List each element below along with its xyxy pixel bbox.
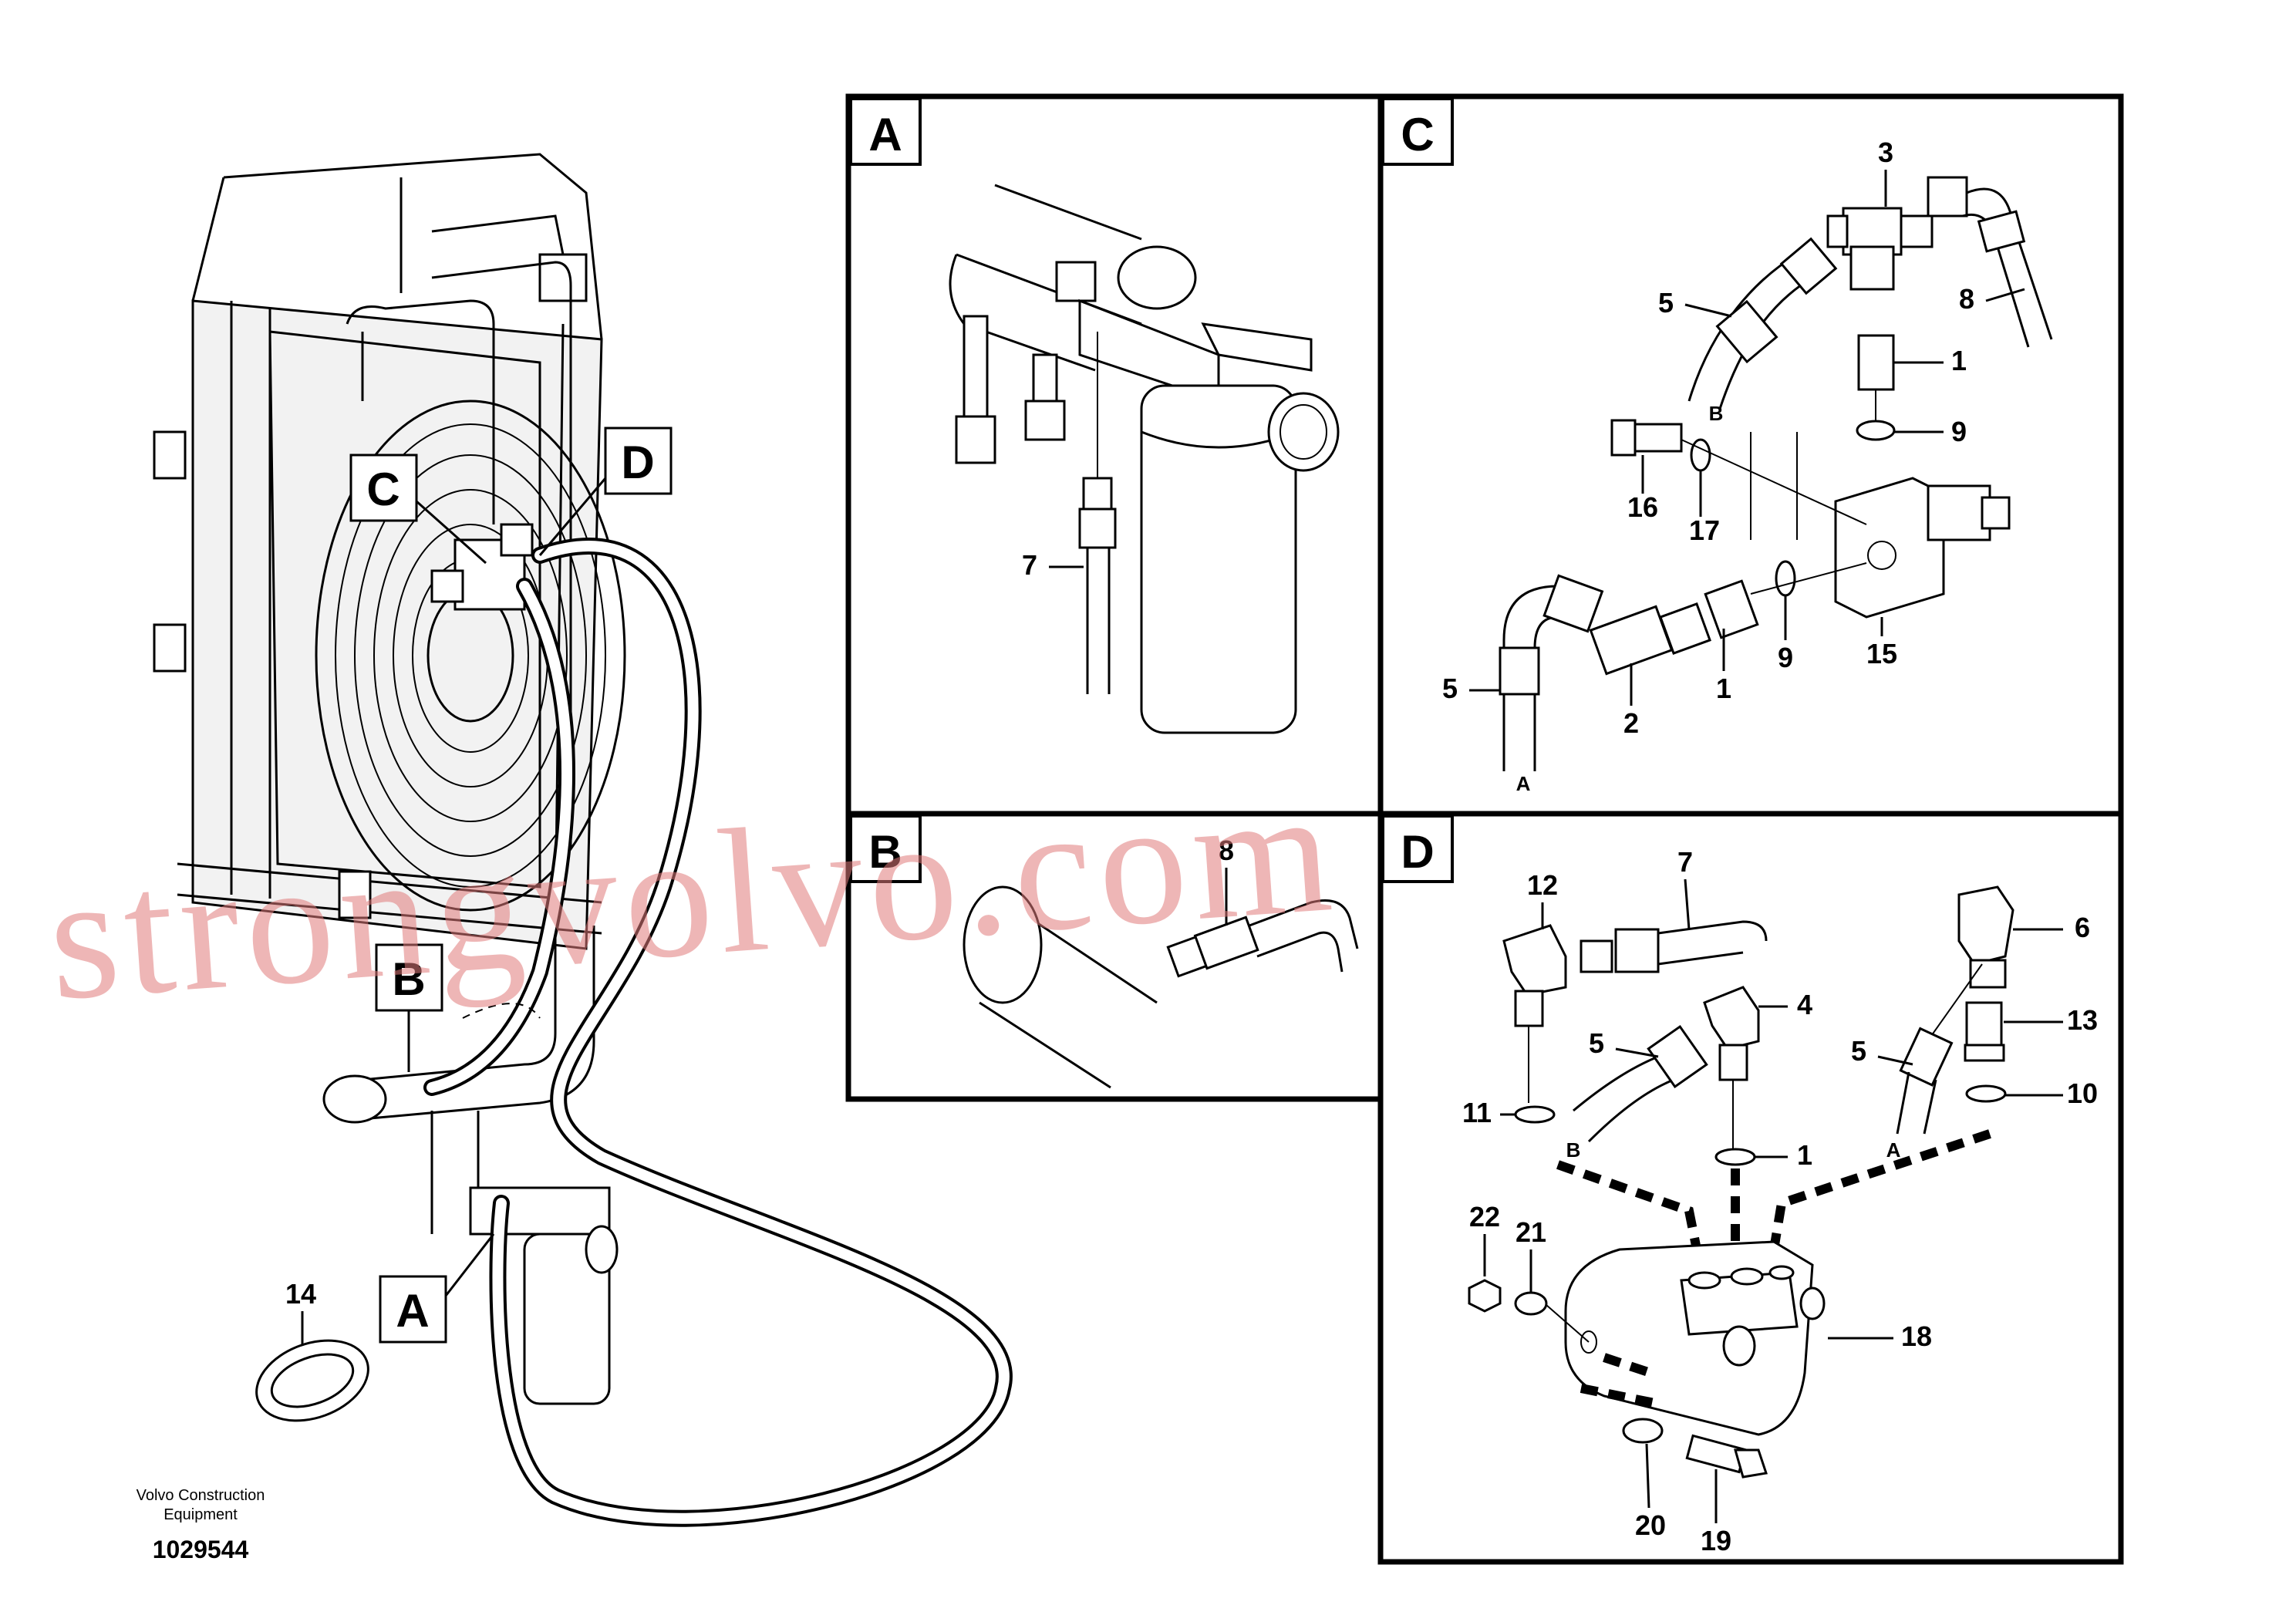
callout-14: 14: [285, 1278, 316, 1310]
overview-tag-a: A: [396, 1285, 429, 1337]
panel-d-callout-11: 11: [1462, 1097, 1492, 1128]
panel-c-callout-a: A: [1516, 772, 1531, 795]
panel-c-callout-15: 15: [1866, 638, 1897, 669]
panel-b-callout-8: 8: [1219, 835, 1234, 866]
panel-a-callout-7: 7: [1022, 549, 1037, 581]
panel-c-callout-1-upper: 1: [1951, 345, 1967, 376]
drawing-number: 1029544: [153, 1536, 249, 1563]
panel-d-callout-4: 4: [1797, 989, 1812, 1020]
panel-d-callout-b: B: [1566, 1138, 1581, 1162]
panel-c-callout-8: 8: [1959, 283, 1974, 315]
overview-tag-a-box: [379, 1275, 447, 1344]
seal-ring-part: [255, 1339, 369, 1422]
panel-c-callout-1-lower: 1: [1716, 673, 1731, 704]
panel-a-tag: A: [868, 109, 902, 160]
overview-tag-d-box: [604, 427, 673, 495]
panel-d-callout-5-left: 5: [1589, 1027, 1604, 1059]
panel-d-tag: D: [1401, 826, 1434, 878]
overview-tag-c-box: [349, 454, 418, 522]
panel-c: C: [1377, 93, 2124, 817]
panel-b-tag: B: [868, 826, 902, 878]
panel-d-callout-5-right: 5: [1851, 1035, 1866, 1067]
panel-d-callout-a: A: [1886, 1138, 1901, 1162]
panel-b: B 8: [845, 811, 1384, 1102]
panel-d-callout-18: 18: [1901, 1320, 1932, 1352]
panel-d: D: [1377, 811, 2124, 1565]
fan: [315, 400, 626, 912]
panel-d-callout-19: 19: [1701, 1525, 1731, 1556]
credit-line-2: Equipment: [164, 1506, 238, 1523]
overview-tag-b-box: [375, 943, 443, 1012]
panel-c-callout-9-upper: 9: [1951, 416, 1967, 447]
panel-a: A 7: [845, 93, 1384, 817]
valve-block: [1564, 1240, 1826, 1436]
overview-tag-d: D: [621, 437, 654, 488]
overview-tag-c: C: [366, 464, 400, 515]
panel-c-callout-2: 2: [1623, 707, 1639, 739]
panel-c-callout-17: 17: [1689, 514, 1720, 546]
panel-d-callout-6: 6: [2075, 912, 2090, 943]
panel-d-callout-13: 13: [2067, 1004, 2098, 1036]
panel-c-tag: C: [1401, 109, 1434, 160]
panel-d-callout-1: 1: [1797, 1139, 1812, 1171]
panel-d-callout-20: 20: [1635, 1509, 1666, 1541]
panel-c-callout-5-upper: 5: [1658, 287, 1674, 319]
panel-d-callout-21: 21: [1515, 1216, 1546, 1248]
panel-d-callout-12: 12: [1527, 869, 1558, 901]
panel-d-callout-7: 7: [1677, 846, 1693, 878]
panel-c-callout-3: 3: [1878, 137, 1893, 168]
panel-c-callout-9-lower: 9: [1778, 642, 1793, 673]
overview-assembly: C D B A 14 Volvo Construction Equipment …: [137, 153, 1013, 1563]
panel-d-callout-10: 10: [2067, 1077, 2098, 1109]
credit-line-1: Volvo Construction: [137, 1487, 265, 1504]
overview-tag-b: B: [392, 953, 425, 1005]
panel-d-callout-22: 22: [1469, 1201, 1500, 1233]
panel-c-callout-5-lower: 5: [1442, 673, 1458, 704]
panel-c-callout-16: 16: [1627, 491, 1658, 523]
panel-c-callout-b: B: [1709, 402, 1724, 425]
